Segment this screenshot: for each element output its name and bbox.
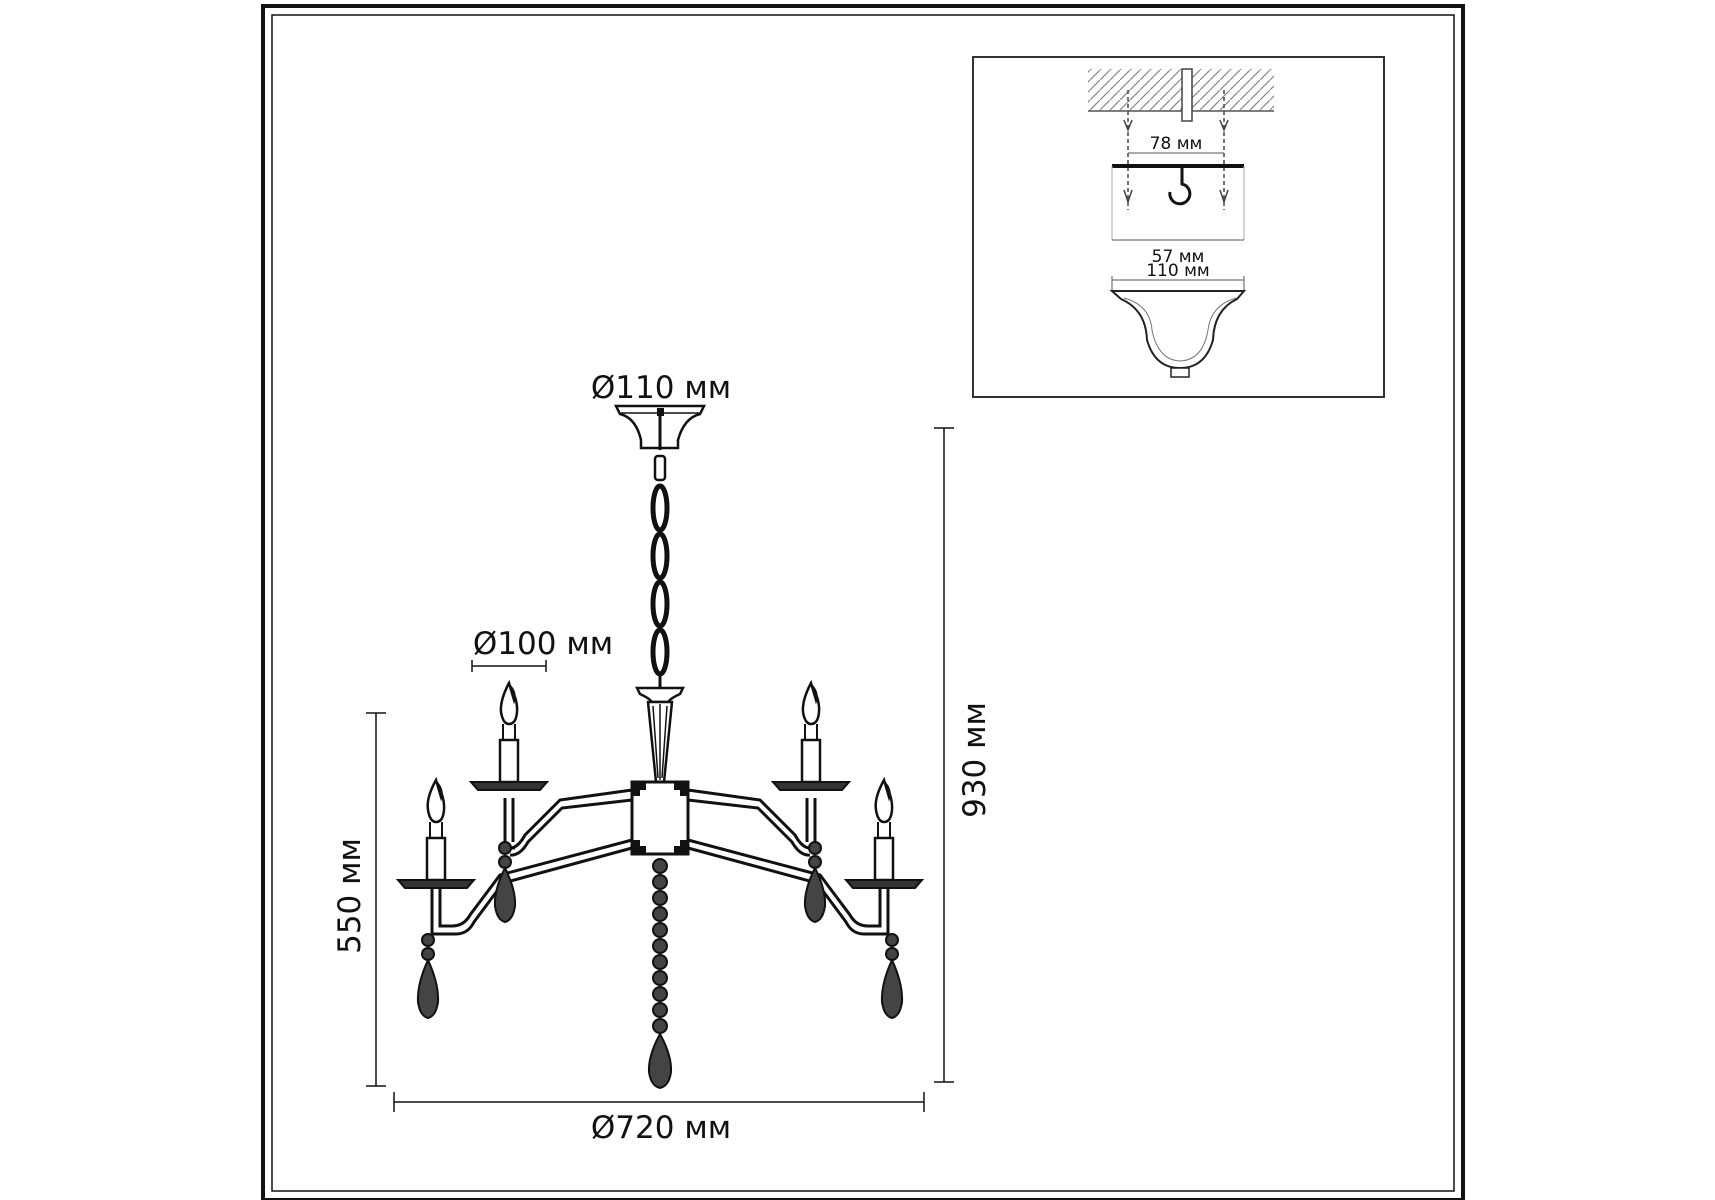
flame-icon [874, 776, 894, 824]
canopy-width-label: 110 мм [1146, 261, 1210, 281]
outer-frame [261, 4, 1465, 1200]
flame-icon [801, 679, 821, 726]
central-stem [634, 686, 686, 784]
body-height-label: 550 мм [332, 838, 368, 954]
dim-overall-height [934, 427, 954, 1083]
overall-diameter-label: Ø720 мм [591, 1110, 731, 1146]
flame-icon [499, 679, 519, 726]
dim-overall-diameter [393, 1092, 925, 1112]
anchor-screws [1123, 90, 1229, 210]
canopy-finial [1170, 367, 1190, 378]
flame-icon [426, 776, 446, 824]
bar-length-label: 57 мм [1152, 247, 1205, 267]
candle-inner-right [770, 679, 852, 791]
hook-icon [1168, 166, 1192, 206]
crystal-drops [416, 841, 904, 1090]
mounting-bar [1111, 164, 1245, 240]
arms [430, 788, 890, 936]
overall-height-label: 930 мм [957, 702, 993, 818]
shade-diameter-label: Ø100 мм [473, 626, 613, 662]
ceiling-cup-diameter-label: Ø110 мм [591, 370, 731, 406]
ceiling-cup [613, 404, 707, 450]
mounting-detail-inset: 78 мм 57 мм 110 мм [972, 56, 1385, 398]
central-hub [630, 780, 690, 856]
dim-body-height [366, 712, 386, 1087]
candle-inner-left [468, 679, 550, 791]
inner-frame [271, 14, 1455, 1192]
dim-shade-diameter [471, 660, 547, 672]
screw-spacing-label: 78 мм [1150, 134, 1203, 154]
candle-outer-right [843, 776, 925, 889]
chandelier: Ø110 мм [395, 370, 925, 1090]
candle-outer-left [395, 776, 477, 889]
ceiling-slab [1088, 68, 1274, 122]
chain [650, 454, 670, 690]
